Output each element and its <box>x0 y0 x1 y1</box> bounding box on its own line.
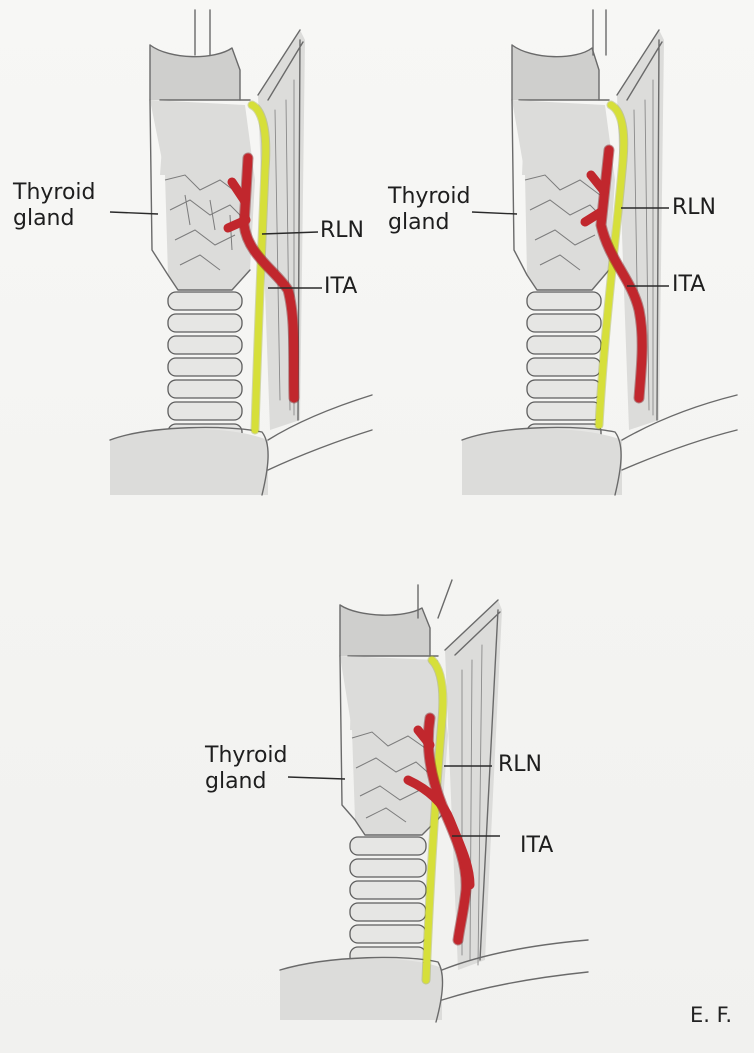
ita-label-3: ITA <box>520 833 553 859</box>
panel-2-drawing <box>377 0 754 500</box>
thyroid-leader-3 <box>288 777 345 779</box>
trachea-2 <box>527 292 601 442</box>
rln-label-2: RLN <box>672 195 716 221</box>
larynx-cartilage-2 <box>512 45 599 100</box>
thyroid-gland-label-2: Thyroid gland <box>388 184 471 236</box>
panel-3-drawing <box>180 560 600 1030</box>
panel-1-drawing <box>0 0 377 500</box>
ita-label-1: ITA <box>324 274 357 300</box>
panel-1: Thyroid gland RLN ITA <box>0 0 377 500</box>
rln-label-3: RLN <box>498 752 542 778</box>
artist-signature: E. F. <box>690 1003 732 1027</box>
trachea-1 <box>168 292 242 442</box>
thyroid-gland-label-3: Thyroid gland <box>205 743 288 795</box>
ita-label-2: ITA <box>672 272 705 298</box>
thyroid-gland-label-1: Thyroid gland <box>13 180 96 232</box>
larynx-cartilage-3 <box>340 605 430 656</box>
trachea-3 <box>350 837 426 965</box>
panel-2: Thyroid gland RLN ITA <box>377 0 754 500</box>
panel-3: Thyroid gland RLN ITA <box>180 560 600 1030</box>
thyroid-leader-2 <box>472 212 517 214</box>
rln-label-1: RLN <box>320 218 364 244</box>
